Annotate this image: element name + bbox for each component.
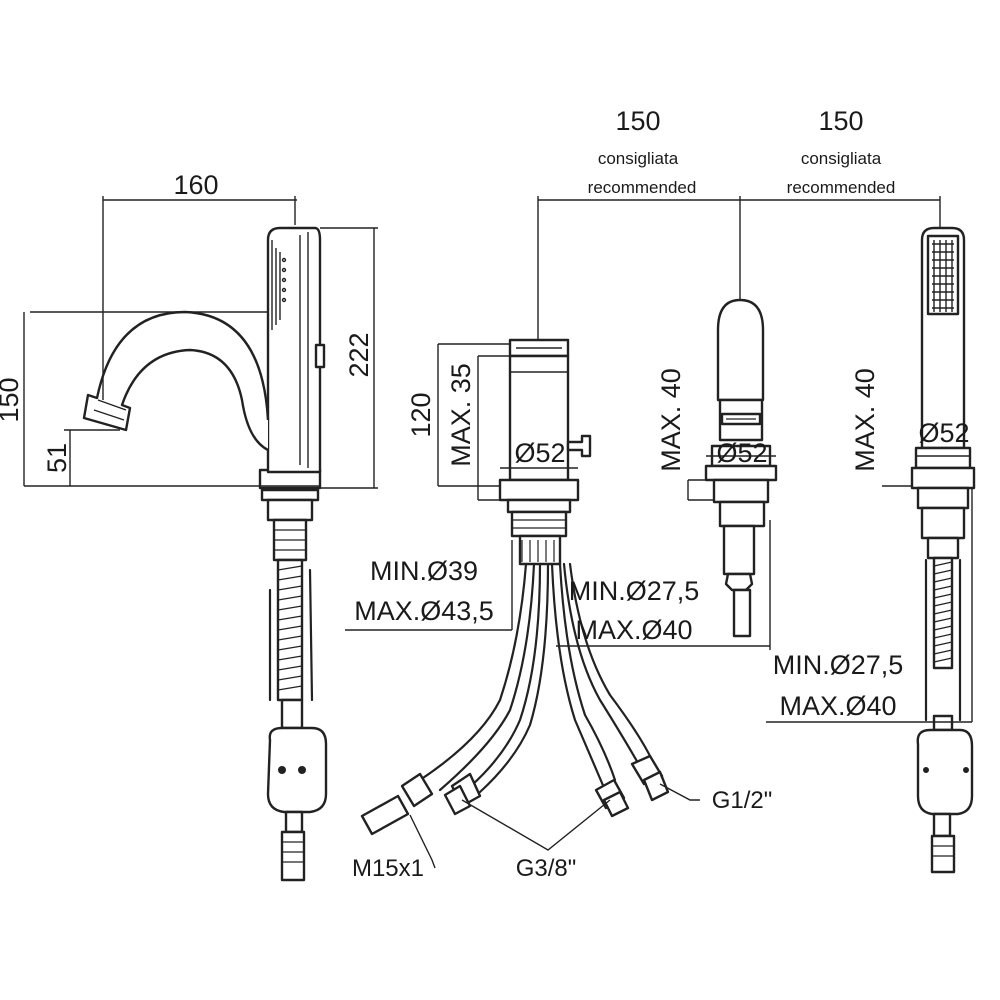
- dim-min-39: MIN.Ø39: [370, 556, 478, 586]
- dim-max-40-spout: MAX. 40: [656, 368, 686, 472]
- spacing-dimensions: [537, 196, 941, 340]
- dim-spacing-150-right: 150: [818, 106, 863, 136]
- label-recommended-right: recommended: [787, 178, 896, 197]
- dim-max-40-shower: MAX. 40: [850, 368, 880, 472]
- dim-dia-52-shower: Ø52: [918, 418, 969, 448]
- dim-max-43-5: MAX.Ø43,5: [354, 596, 494, 626]
- dim-max-40-dia-shower: MAX.Ø40: [779, 691, 896, 721]
- label-consigliata-left: consigliata: [598, 149, 679, 168]
- hand-shower-front-view: [766, 226, 976, 874]
- mixer-front-view: [345, 338, 770, 869]
- dim-dia-52-spout: Ø52: [716, 438, 767, 468]
- dim-height-51: 51: [42, 443, 72, 473]
- label-g1-2: G1/2": [712, 787, 773, 814]
- dim-height-120: 120: [406, 392, 436, 437]
- dim-min-27-5-mixer: MIN.Ø27,5: [569, 576, 700, 606]
- dim-width-160: 160: [173, 170, 218, 200]
- label-m15x1: M15x1: [352, 855, 424, 882]
- dim-min-27-5-shower: MIN.Ø27,5: [773, 650, 904, 680]
- label-g3-8: G3/8": [516, 855, 577, 882]
- dim-height-222: 222: [344, 332, 374, 377]
- dim-max-35: MAX. 35: [446, 363, 476, 467]
- spout-side-view: [23, 196, 378, 882]
- label-consigliata-right: consigliata: [801, 149, 882, 168]
- label-recommended-left: recommended: [588, 178, 697, 197]
- spout-front-view: [687, 298, 778, 650]
- dim-dia-52-mixer: Ø52: [514, 438, 565, 468]
- dim-height-150: 150: [0, 377, 24, 422]
- dim-spacing-150-left: 150: [615, 106, 660, 136]
- dim-max-40-mixer: MAX.Ø40: [575, 615, 692, 645]
